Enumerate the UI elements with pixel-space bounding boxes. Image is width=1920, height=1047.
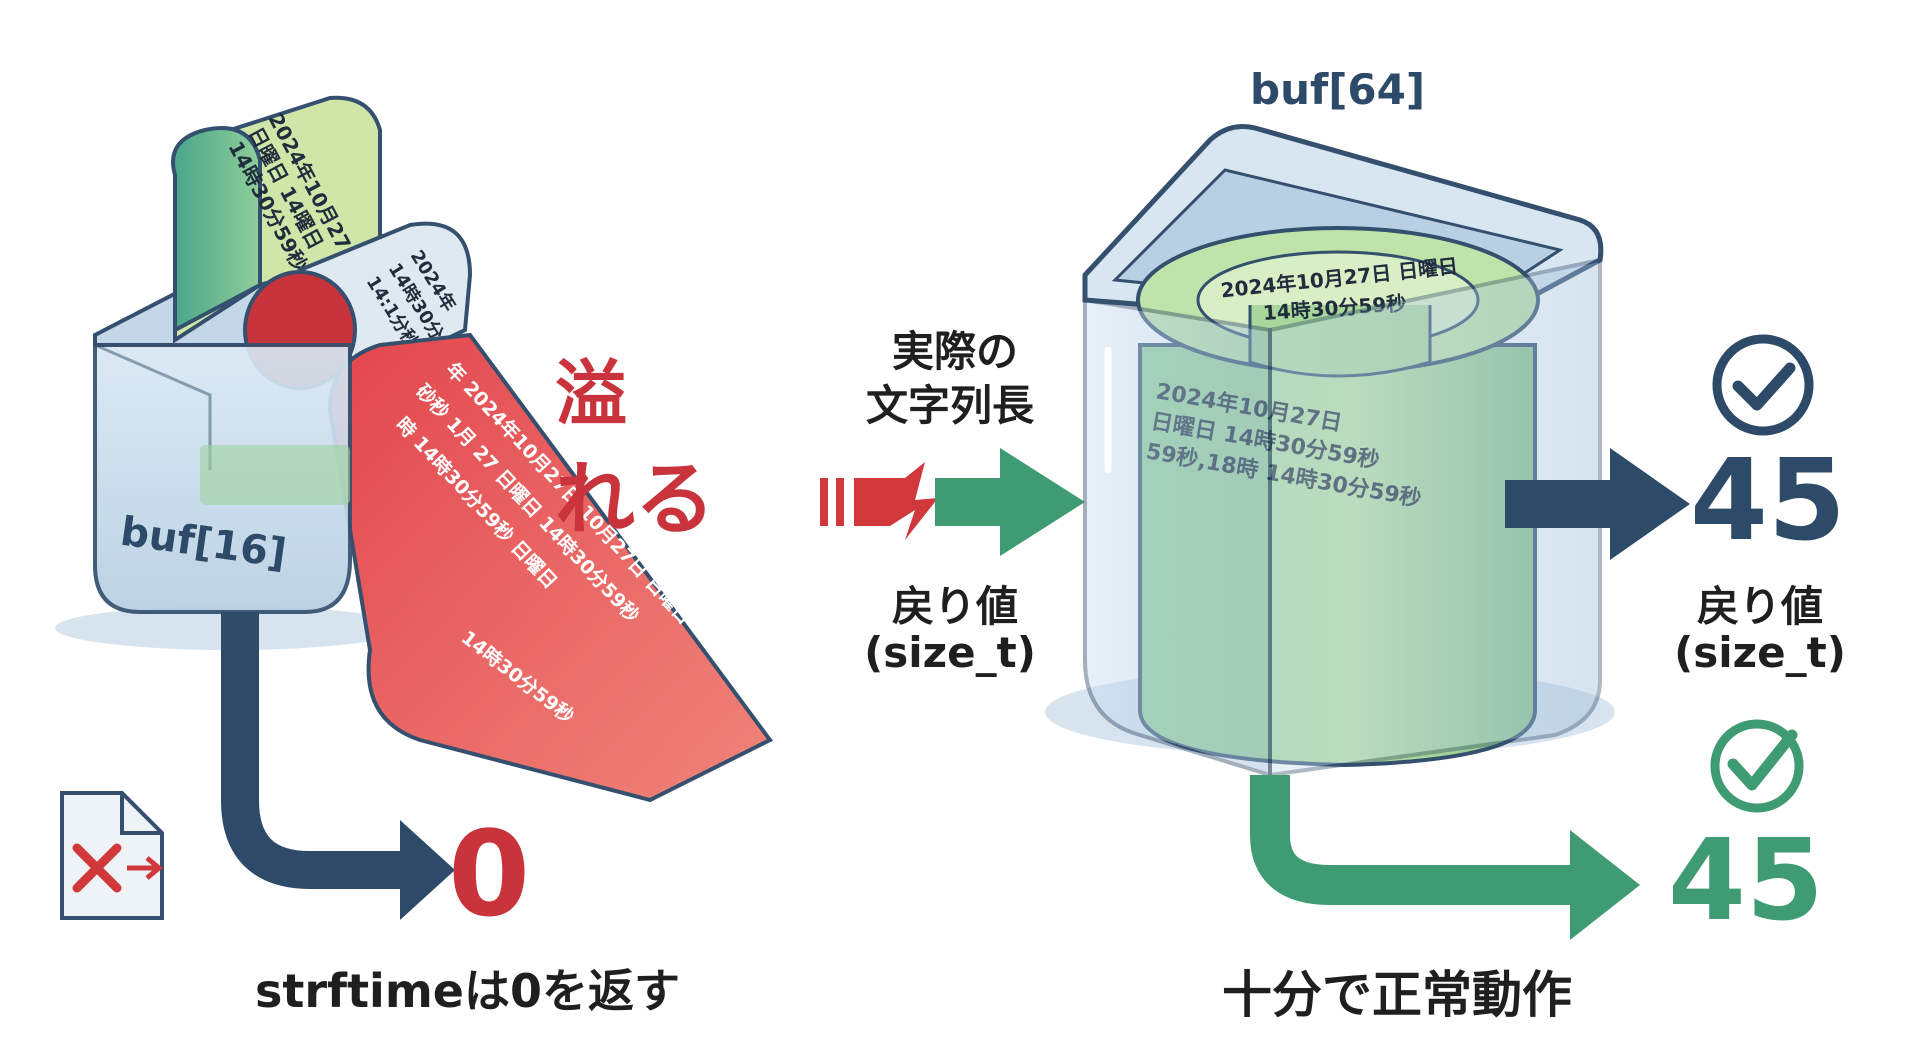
mid-top-label-2: 文字列長 <box>865 381 1034 430</box>
overflow-ribbon: 年 2024年10月27日 10月27日 日曜日 砂秒 1月 27 日曜日 14… <box>327 332 774 803</box>
left-caption: strftimeは0を返す <box>255 964 680 1018</box>
right-return-label-2: (size_t) <box>1674 628 1846 677</box>
mid-top-label-1: 実際の <box>891 327 1018 376</box>
paper-roll-top: 2024年10月27日 日曜日 14曜日 14時30分59秒 <box>171 95 382 344</box>
broken-arrow-icon <box>820 462 938 540</box>
glass-box-front-left <box>1083 297 1272 778</box>
left-panel: 2024年10月27日 日曜日 14曜日 14時30分59秒 2024年 14時… <box>55 95 774 920</box>
green-arrow <box>935 448 1085 556</box>
overflow-label-1: 溢 <box>555 352 628 436</box>
check-circle-icon <box>1712 334 1814 436</box>
return-arrow-right <box>1505 448 1690 560</box>
return-value-bottom: 45 <box>1668 816 1824 946</box>
right-panel: 2024年10月27日 日曜日 14時30分59秒 2024年10月27日 日曜… <box>1045 124 1814 940</box>
overflow-label-2: れる <box>555 453 715 546</box>
success-arrow <box>1250 775 1580 905</box>
return-value-zero: 0 <box>448 805 531 943</box>
mid-bottom-label-1: 戻り値 <box>891 582 1018 631</box>
right-caption: 十分で正常動作 <box>1222 966 1572 1024</box>
mid-bottom-label-2: (size_t) <box>864 628 1036 677</box>
buffer-label-right: buf[64] <box>1250 65 1426 114</box>
file-error-icon <box>60 791 164 920</box>
glass-box-front-right <box>1268 257 1602 778</box>
return-value-top: 45 <box>1690 436 1846 566</box>
middle-arrows <box>820 448 1085 556</box>
return-arrow-left <box>221 612 405 889</box>
right-return-label-1: 戻り値 <box>1696 582 1823 631</box>
check-circle-green-icon <box>1710 719 1804 813</box>
